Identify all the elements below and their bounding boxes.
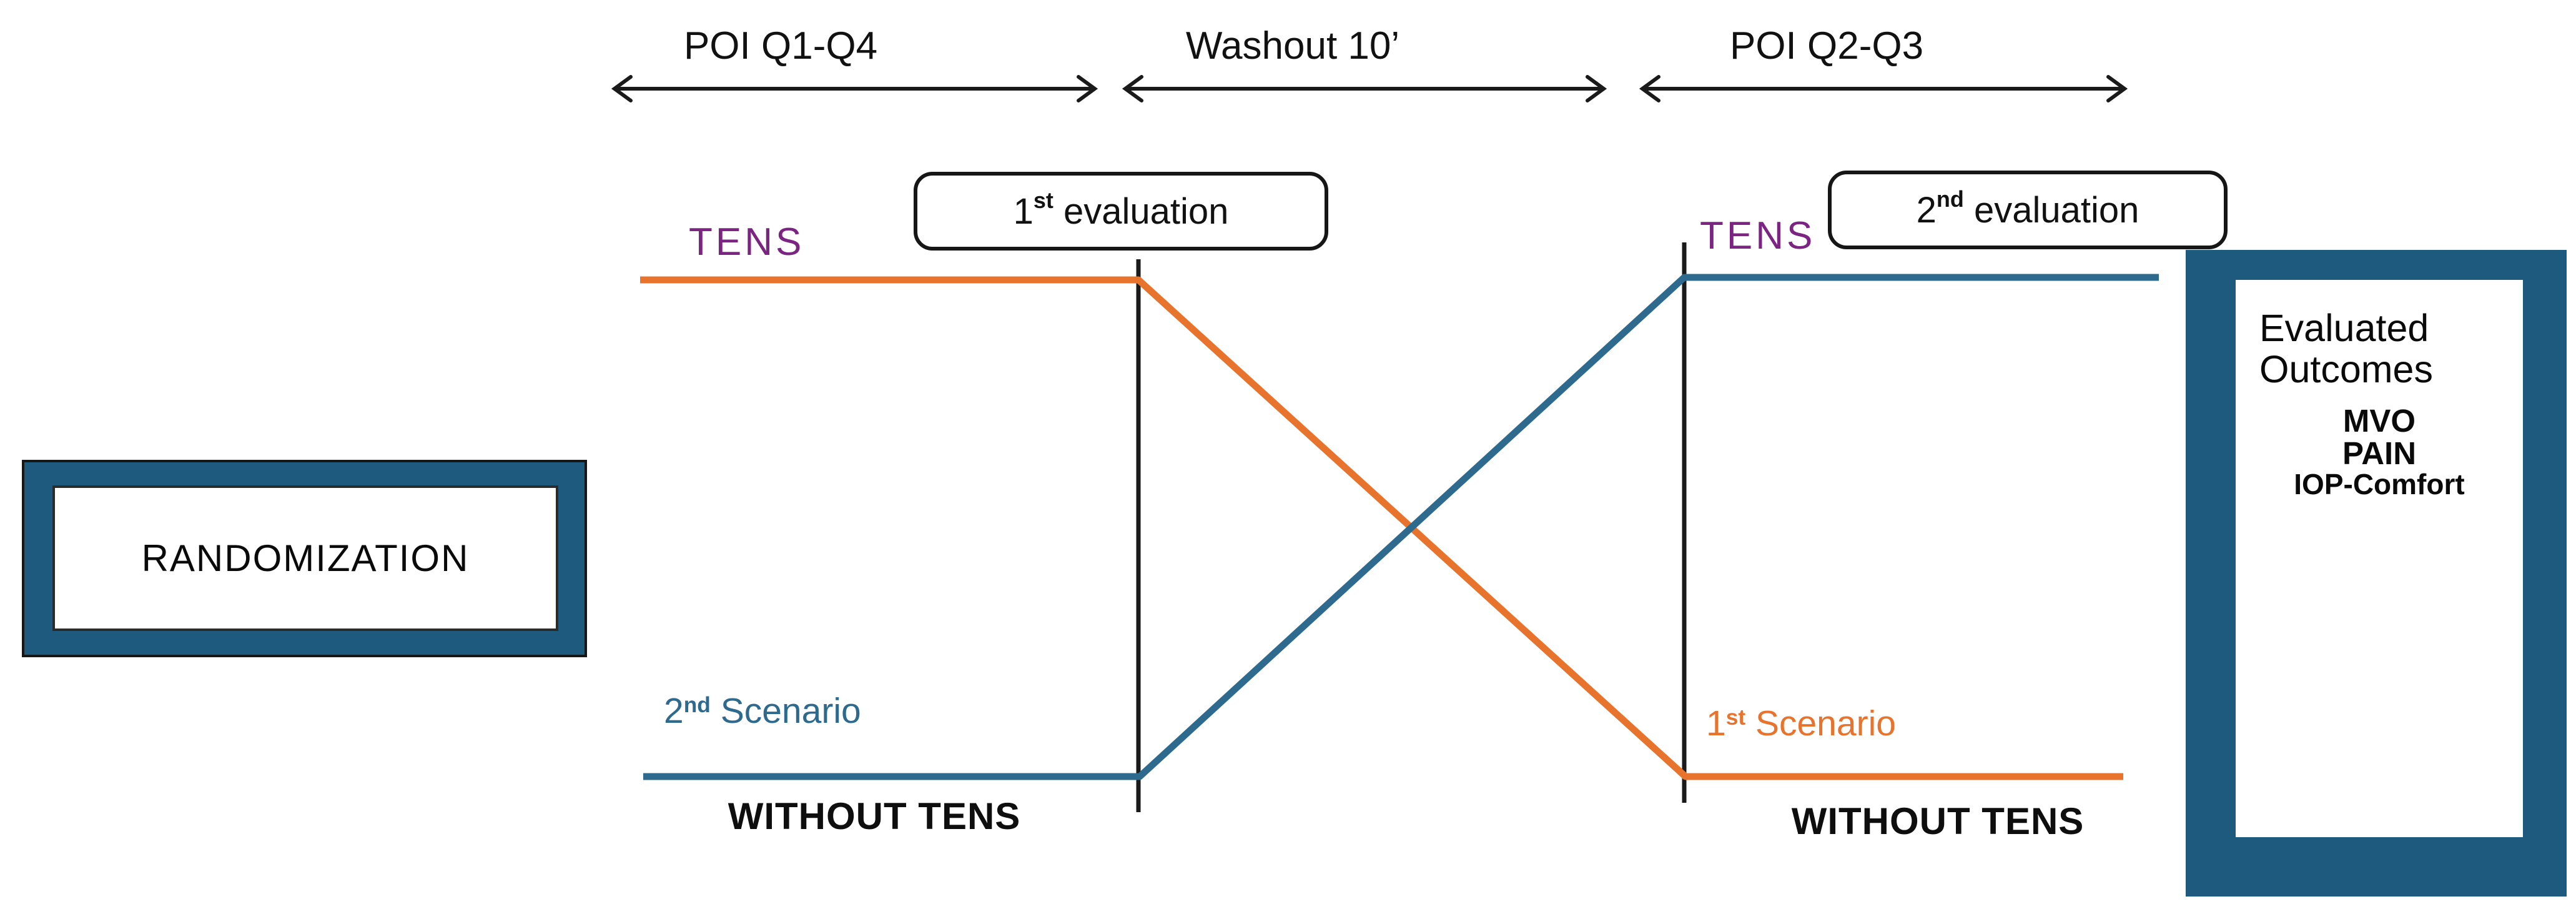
first-scenario-text: Scenario [1745,703,1896,743]
first-evaluation-num: 1 [1013,191,1034,232]
outcome-item-mvo: MVO [2342,403,2416,439]
second-evaluation-text: evaluation [1963,189,2139,231]
first-scenario-num: 1 [1706,703,1726,743]
evaluated-outcomes-box: Evaluated Outcomes MVO PAIN IOP-Comfort [2186,250,2567,897]
tens-label-right: TENS [1700,214,1816,257]
without-tens-first-sequence-line [643,274,2159,780]
second-scenario-ordinal-suffix: nd [683,693,711,718]
outcome-item-iop-comfort: IOP-Comfort [2294,468,2465,500]
without-tens-label-right: WITHOUT TENS [1791,800,2085,842]
second-evaluation-num: 2 [1916,189,1937,231]
tens-first-sequence-line [640,276,2123,780]
phase1-label: POI Q1-Q4 [683,24,878,67]
phase3-label: POI Q2-Q3 [1729,24,1924,67]
randomization-label: RANDOMIZATION [141,537,470,579]
outcomes-title-line2: Outcomes [2259,348,2433,390]
outcome-item-pain: PAIN [2342,435,2417,471]
second-scenario-text: Scenario [710,691,861,731]
first-scenario-ordinal-suffix: st [1725,705,1746,730]
second-scenario-label: 2nd Scenario [664,690,861,732]
evaluated-outcomes-title: Evaluated Outcomes [2259,307,2433,390]
first-evaluation-text: evaluation [1053,191,1229,232]
second-scenario-num: 2 [664,691,684,731]
randomization-box: RANDOMIZATION [22,460,587,657]
first-evaluation-ordinal-suffix: st [1033,187,1054,213]
randomization-inner-panel: RANDOMIZATION [52,485,558,631]
tens-label-left: TENS [689,221,805,264]
phase2-label: Washout 10’ [1185,24,1400,67]
second-evaluation-ordinal-suffix: nd [1936,186,1964,212]
outcomes-title-line1: Evaluated [2259,307,2429,349]
first-scenario-label: 1st Scenario [1706,703,1896,744]
evaluated-outcomes-inner-panel: Evaluated Outcomes MVO PAIN IOP-Comfort [2236,280,2523,837]
without-tens-label-left: WITHOUT TENS [728,795,1021,837]
